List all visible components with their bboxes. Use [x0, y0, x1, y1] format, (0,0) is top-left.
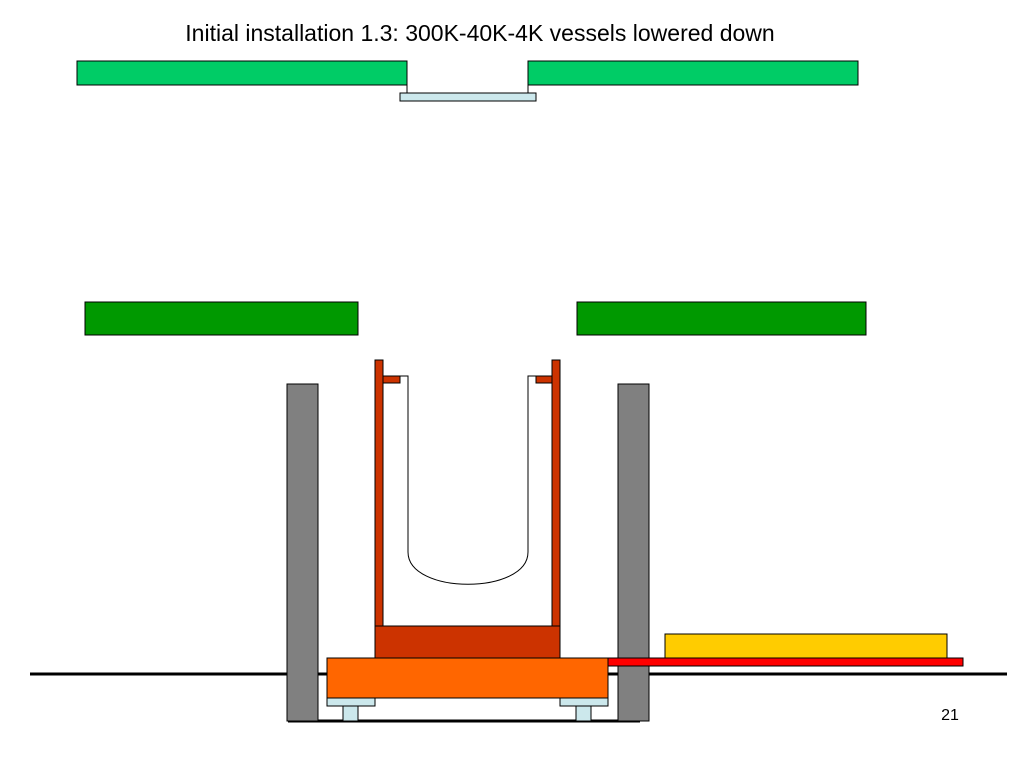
lower-plate-right [576, 301, 867, 336]
slide-title: Initial installation 1.3: 300K-40K-4K ve… [185, 20, 775, 46]
lower-plate-left [84, 301, 359, 336]
upper-plate-right [527, 60, 859, 86]
vessel-300k-flange-left [382, 375, 401, 384]
shaft-wall-right [617, 383, 650, 722]
shaft-wall-left [286, 383, 319, 722]
inner-vessel-4k [400, 375, 536, 585]
vessel-300k-wall-right [551, 359, 561, 627]
foot-pad-right [559, 697, 609, 707]
top-window [399, 92, 537, 102]
top-window-hanger [406, 85, 529, 94]
foot-pad-left [326, 697, 376, 707]
vessel-300k-wall-left [374, 359, 384, 627]
vessel-300k-base [374, 625, 561, 659]
page-number: 21 [941, 707, 959, 724]
foot-post-left [342, 705, 359, 722]
upper-plate-left [76, 60, 408, 86]
base-platform [326, 657, 609, 699]
vessel-300k-flange-right [535, 375, 553, 384]
rail [607, 657, 964, 667]
foot-post-right [575, 705, 592, 722]
transport-cart [664, 633, 948, 659]
